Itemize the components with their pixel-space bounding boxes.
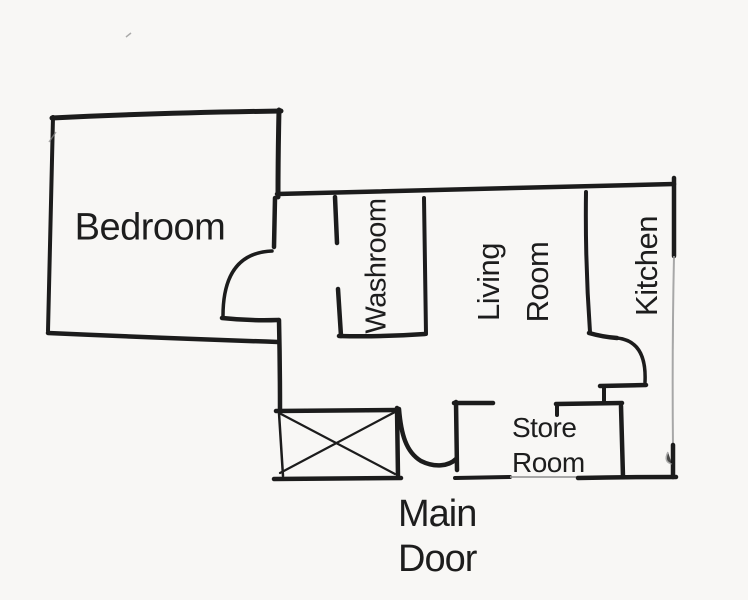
washroom-walls: [332, 194, 428, 339]
kitchen-room-label: Kitchen: [629, 216, 664, 316]
main-door-label-line2: Door: [398, 538, 477, 580]
stray-pen-marks: [48, 32, 673, 465]
main-door-label: Main Door: [398, 492, 477, 582]
bedroom-room-label: Bedroom: [74, 206, 226, 249]
entry-mat-crossed-box: [271, 405, 404, 482]
washroom-room-label: Washroom: [360, 198, 393, 334]
exterior-walls: [274, 175, 679, 481]
living-kitchen-divider-wall: [583, 190, 620, 341]
living-room-label: Living Room: [464, 242, 562, 323]
store-room-label-line1: Store: [512, 412, 577, 443]
bedroom-step-wall: [219, 315, 283, 414]
living-room-label-line2: Room: [520, 241, 555, 323]
bedroom-door-swing-arc: [221, 249, 274, 318]
store-room-label: Store Room: [512, 410, 585, 480]
living-room-label-line1: Living: [471, 243, 506, 322]
kitchen-door-swing-arc: [615, 336, 647, 384]
kitchen-door-wall: [597, 382, 649, 404]
main-door-label-line1: Main: [398, 493, 477, 535]
bedroom-walls: [45, 107, 284, 345]
main-door-leaf-curve: [396, 406, 459, 468]
store-room-label-line2: Room: [512, 447, 585, 478]
